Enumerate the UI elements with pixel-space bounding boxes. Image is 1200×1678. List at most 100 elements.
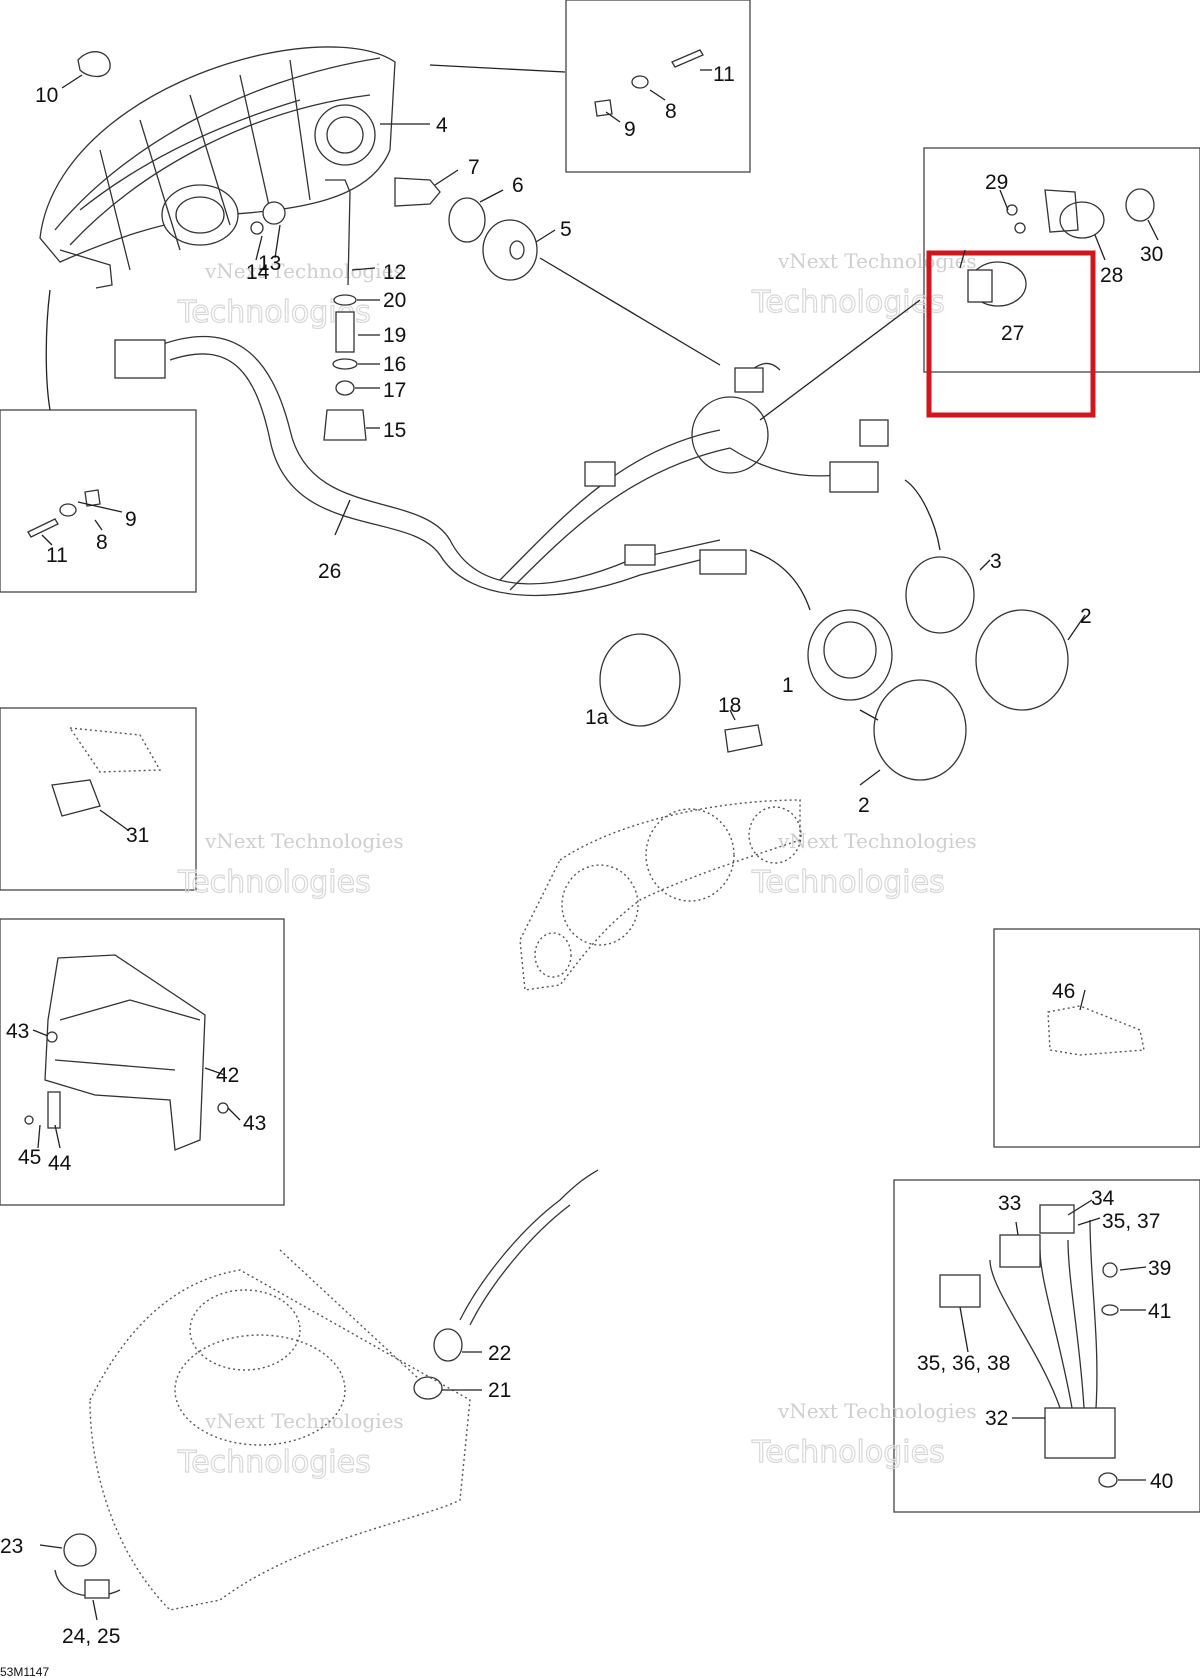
callout-33: 33 xyxy=(998,1192,1021,1215)
callout-46: 46 xyxy=(1052,980,1075,1003)
callout-41: 41 xyxy=(1148,1300,1171,1323)
callout-30: 30 xyxy=(1140,243,1163,266)
nut-17 xyxy=(335,380,355,396)
callout-11-top: 11 xyxy=(713,63,735,86)
washer-8-left xyxy=(59,503,77,517)
grommet-9-top xyxy=(594,99,613,117)
callout-2-lower: 2 xyxy=(858,794,870,817)
callout-23: 23 xyxy=(0,1535,23,1558)
bracket-42-detail xyxy=(54,999,201,1071)
dash-panel-outline xyxy=(519,799,802,991)
svg-text:Technologies: Technologies xyxy=(177,865,371,900)
ring-21 xyxy=(413,1376,443,1400)
callout-44: 44 xyxy=(48,1152,72,1175)
watermark-6: vNext Technologies Technologies xyxy=(750,1399,976,1471)
dust-cover-inner xyxy=(509,240,525,260)
rod-part xyxy=(325,179,351,286)
watermark-3: vNext Technologies Technologies xyxy=(176,829,403,901)
lanyard-coil xyxy=(459,1169,599,1321)
callout-39: 39 xyxy=(1148,1257,1171,1280)
grommet-13 xyxy=(262,201,286,225)
clip-part xyxy=(77,51,111,78)
callout-40: 40 xyxy=(1150,1470,1173,1493)
callout-9-top: 9 xyxy=(624,118,636,141)
bezel-2-upper xyxy=(975,609,1069,711)
svg-text:vNext Technologies: vNext Technologies xyxy=(204,1409,404,1433)
callout-14: 14 xyxy=(246,261,270,284)
svg-text:Technologies: Technologies xyxy=(751,1435,945,1470)
key-22 xyxy=(433,1328,463,1362)
svg-text:vNext Technologies: vNext Technologies xyxy=(777,829,977,853)
callout-6: 6 xyxy=(512,174,524,197)
washer-16 xyxy=(332,358,358,370)
callout-19: 19 xyxy=(383,324,406,347)
callout-16: 16 xyxy=(383,353,406,376)
callout-31: 31 xyxy=(126,824,149,847)
grommet-9-left xyxy=(84,489,101,507)
gauge-1 xyxy=(807,609,893,701)
nut-14 xyxy=(250,221,264,235)
callout-5: 5 xyxy=(560,218,572,241)
bezel-1a xyxy=(599,633,681,727)
washer-8-top xyxy=(631,75,649,89)
callout-32: 32 xyxy=(985,1407,1008,1430)
svg-text:Technologies: Technologies xyxy=(751,865,945,900)
watermark-5: vNext Technologies Technologies xyxy=(176,1409,404,1481)
connector-24-25 xyxy=(84,1579,110,1599)
washer-20 xyxy=(333,294,357,306)
callout-42: 42 xyxy=(216,1064,239,1087)
callout-43-left: 43 xyxy=(6,1020,29,1043)
callout-35-37: 35, 37 xyxy=(1102,1210,1160,1233)
callout-20: 20 xyxy=(383,289,406,312)
callout-17: 17 xyxy=(383,379,406,402)
nut-43-right xyxy=(217,1102,229,1114)
callout-3: 3 xyxy=(990,550,1002,573)
inset-box-part-46 xyxy=(993,928,1200,1148)
callout-27: 27 xyxy=(1001,322,1024,345)
inset-box-mount-hardware-top xyxy=(565,0,751,173)
callout-29: 29 xyxy=(985,171,1008,194)
callout-34: 34 xyxy=(1091,1187,1115,1210)
screw-29b xyxy=(1014,222,1026,234)
callout-9-left: 9 xyxy=(125,508,137,531)
headlight-assembly xyxy=(39,46,396,289)
inset-box-bracket-42 xyxy=(0,918,285,1206)
lanyard-coil-2 xyxy=(469,1204,571,1326)
svg-text:vNext Technologies: vNext Technologies xyxy=(204,259,404,283)
watermark-4: vNext Technologies Technologies xyxy=(750,829,977,901)
callout-45: 45 xyxy=(18,1146,41,1169)
callout-11-left: 11 xyxy=(46,544,68,567)
gauge-1-face xyxy=(823,621,877,679)
callout-24-25: 24, 25 xyxy=(62,1625,120,1648)
connector-31 xyxy=(51,779,101,817)
diagram-code: 53M1147 xyxy=(0,1665,49,1678)
callout-35-36-38: 35, 36, 38 xyxy=(917,1352,1010,1375)
callout-43-right: 43 xyxy=(243,1112,266,1135)
ring-28 xyxy=(1059,201,1105,239)
callout-8-left: 8 xyxy=(96,531,108,554)
screw-11-top xyxy=(671,49,704,68)
callout-1: 1 xyxy=(782,674,794,697)
callout-21: 21 xyxy=(488,1379,511,1402)
callout-4: 4 xyxy=(436,114,448,137)
callout-1a: 1a xyxy=(585,706,609,729)
retaining-ring-part xyxy=(448,197,486,243)
callout-2-upper: 2 xyxy=(1080,605,1092,628)
callout-13: 13 xyxy=(258,252,281,275)
screw-45 xyxy=(24,1115,34,1125)
inset-box-connector-31 xyxy=(0,707,197,891)
callout-26: 26 xyxy=(318,560,341,583)
svg-text:Technologies: Technologies xyxy=(751,285,945,320)
screw-11-left xyxy=(27,518,59,538)
callout-labels: 10 4 11 8 9 7 6 5 13 14 12 20 19 16 17 1… xyxy=(0,63,1173,1648)
lens-3 xyxy=(905,556,975,634)
svg-text:Technologies: Technologies xyxy=(177,1445,371,1480)
watermark-2: vNext Technologies Technologies xyxy=(750,249,976,321)
inset-box-relay-32 xyxy=(893,1179,1200,1513)
bulb-part xyxy=(394,177,441,207)
connector-31-bracket xyxy=(68,727,162,773)
switch-23-wire xyxy=(54,1569,121,1597)
socket-27 xyxy=(967,261,1027,307)
spring-19 xyxy=(335,311,355,353)
